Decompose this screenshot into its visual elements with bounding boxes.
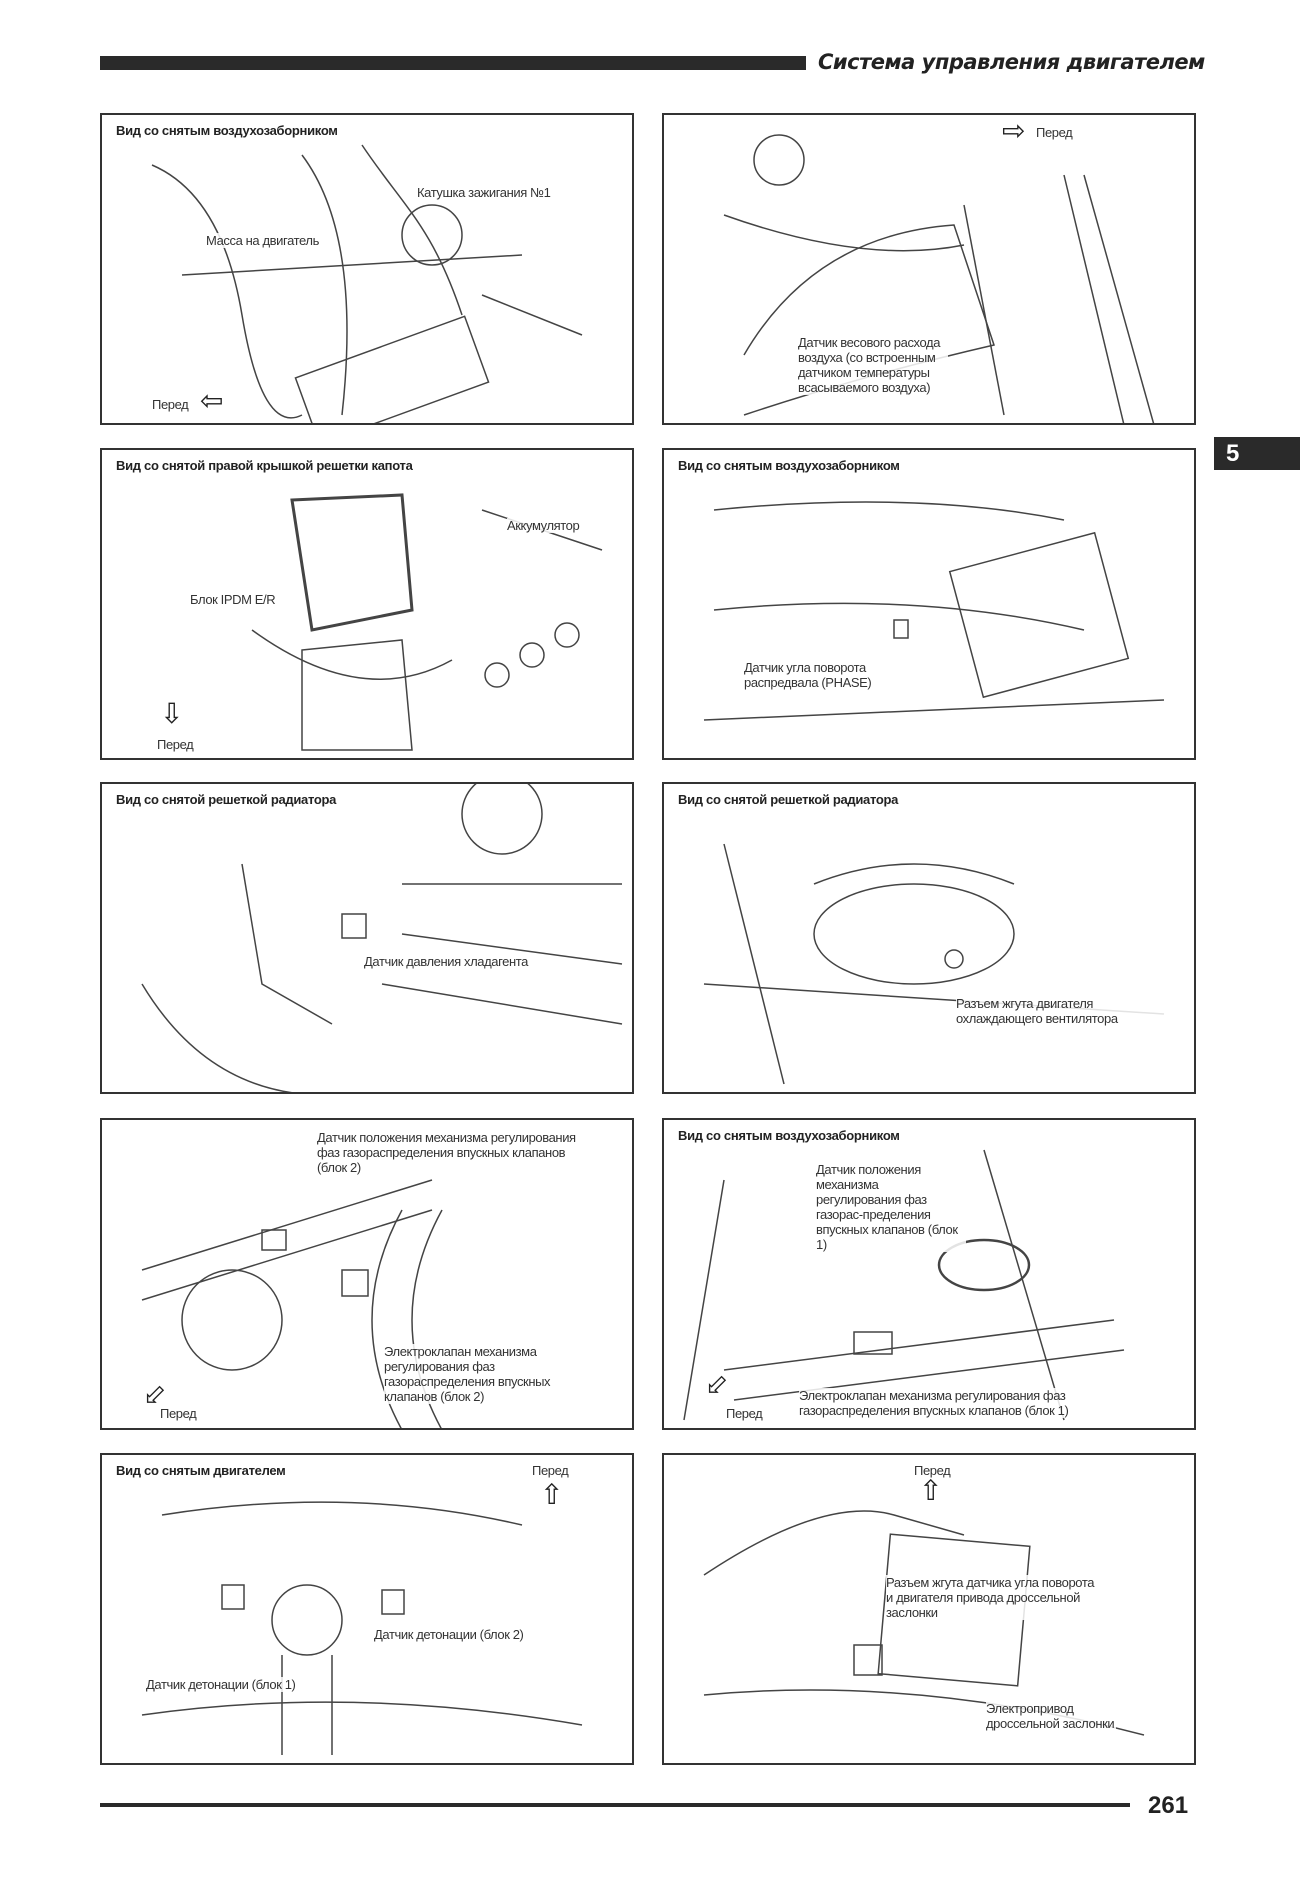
page-header-title: Система управления двигателем: [818, 50, 1205, 74]
callout-battery: Аккумулятор: [507, 518, 580, 533]
figure-panel-2: Перед ⇨ Датчик весового расхода воздуха …: [662, 113, 1196, 425]
front-label: Перед: [1036, 125, 1073, 140]
arrow-left-icon: ⇦: [200, 385, 224, 416]
engine-drawing: [703, 501, 1165, 721]
footer-rule: [100, 1803, 1130, 1807]
front-label: Перед: [160, 1406, 197, 1421]
callout-camshaft-sensor: Датчик угла поворота распредвала (PHASE): [744, 660, 894, 690]
engine-drawing: [151, 144, 583, 423]
chapter-tab: 5: [1214, 437, 1300, 470]
figure-title: Вид со снятым воздухозаборником: [116, 123, 338, 138]
figure-panel-4: Вид со снятым воздухозаборником Датчик у…: [662, 448, 1196, 760]
callout-intake-valve-timing-solenoid-bank2: Электроклапан механизма регулирования фа…: [384, 1344, 584, 1404]
figure-panel-8: Вид со снятым воздухозаборником Датчик п…: [662, 1118, 1196, 1430]
front-label: Перед: [726, 1406, 763, 1421]
engine-drawing: [683, 1149, 1125, 1421]
callout-throttle-actuator: Электропривод дроссельной заслонки: [986, 1701, 1116, 1731]
arrow-down-icon: ⇩: [160, 698, 184, 729]
figure-title: Вид со снятым воздухозаборником: [678, 458, 900, 473]
engine-drawing: [141, 1501, 583, 1755]
figure-panel-9: Вид со снятым двигателем Перед ⇧ Датчик …: [100, 1453, 634, 1765]
callout-fan-harness-connector: Разъем жгута двигателя охлаждающего вент…: [956, 996, 1166, 1026]
callout-refrigerant-pressure-sensor: Датчик давления хладагента: [364, 954, 529, 969]
figure-title: Вид со снятым воздухозаборником: [678, 1128, 900, 1143]
callout-ignition-coil: Катушка зажигания №1: [417, 185, 551, 200]
arrow-right-icon: ⇨: [1002, 115, 1026, 146]
figure-title: Вид со снятой правой крышкой решетки кап…: [116, 458, 413, 473]
callout-intake-valve-timing-solenoid-bank1: Электроклапан механизма регулирования фа…: [799, 1388, 1159, 1418]
figure-title: Вид со снятой решеткой радиатора: [678, 792, 899, 807]
callout-throttle-harness-connector: Разъем жгута датчика угла поворота и дви…: [886, 1575, 1101, 1620]
figure-panel-7: Датчик положения механизма регулирования…: [100, 1118, 634, 1430]
front-label: Перед: [152, 397, 189, 412]
callout-knock-sensor-bank2: Датчик детонации (блок 2): [374, 1627, 524, 1642]
figure-panel-5: Вид со снятой решеткой радиатора Датчик …: [100, 782, 634, 1094]
callout-intake-valve-timing-sensor-bank1: Датчик положения механизма регулирования…: [816, 1162, 966, 1252]
callout-intake-valve-timing-sensor-bank2: Датчик положения механизма регулирования…: [317, 1130, 587, 1175]
front-label: Перед: [914, 1463, 951, 1478]
header-rule: [100, 56, 806, 70]
arrow-up-icon: ⇧: [540, 1479, 564, 1510]
figure-title: Вид со снятой решеткой радиатора: [116, 792, 337, 807]
engine-drawing: [141, 1179, 443, 1428]
engine-drawing: [703, 843, 1165, 1085]
figure-panel-6: Вид со снятой решеткой радиатора Разъем …: [662, 782, 1196, 1094]
callout-maf-sensor: Датчик весового расхода воздуха (со встр…: [798, 335, 948, 395]
figure-title: Вид со снятым двигателем: [116, 1463, 286, 1478]
callout-ipdm: Блок IPDM E/R: [190, 592, 276, 607]
front-label: Перед: [157, 737, 194, 752]
figure-panel-1: Вид со снятым воздухозаборником Катушка …: [100, 113, 634, 425]
callout-knock-sensor-bank1: Датчик детонации (блок 1): [146, 1677, 296, 1692]
engine-drawing: [141, 784, 623, 1092]
figure-panel-10: Перед ⇧ Разъем жгута датчика угла поворо…: [662, 1453, 1196, 1765]
arrow-up-icon: ⇧: [919, 1475, 943, 1506]
page-number: 261: [1148, 1792, 1189, 1819]
callout-engine-ground: Масса на двигатель: [206, 233, 319, 248]
figure-panel-3: Вид со снятой правой крышкой решетки кап…: [100, 448, 634, 760]
front-label: Перед: [532, 1463, 569, 1478]
